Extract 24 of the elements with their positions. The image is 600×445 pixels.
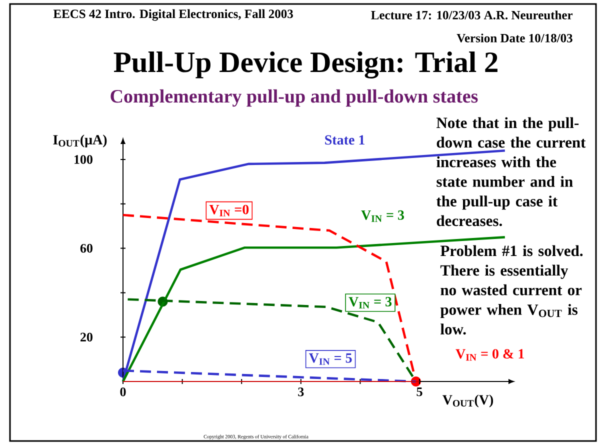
note-text: Problem #1 is solved. There is essentially no wasted current or power when V$_{OUT}$ is low. <box>440 245 583 335</box>
header-text: Lecture 17: 10/23/03 A.R. Neureuther <box>371 10 573 20</box>
x-tick-label: 3 <box>298 388 304 396</box>
annotation: V$_{IN}$ = 3 <box>348 296 392 308</box>
note-text: Note that in the pull-down case the current increases with the state number and in the pull-up case it decreases. <box>436 117 586 226</box>
axis-label: V$_{OUT}$(V) <box>442 394 494 408</box>
x-tick-label: 5 <box>416 388 422 396</box>
version-date: Version Date 10/18/03 <box>456 34 572 42</box>
annotation: V$_{IN}$ = 5 <box>308 353 352 365</box>
title: Pull-Up Device Design: Trial 2 <box>114 52 498 78</box>
axis-label: I$_{OUT}$(μA) <box>53 134 107 148</box>
y-tick-label: 60 <box>80 244 92 253</box>
curve-label: V$_{IN}$ = 3 <box>361 210 404 222</box>
boxed-curve-label: V$_{IN}$ =0 <box>206 201 253 220</box>
boxed-curve-label: V$_{IN}$ = 3 <box>345 294 396 312</box>
subtitle: Complementary pull-up and pull-down states <box>110 89 478 107</box>
curve-label: State 1 <box>325 135 364 145</box>
header-text: EECS 42 Intro. Digital Electronics, Fall 2003 <box>53 9 293 21</box>
y-tick-label: 20 <box>80 332 92 342</box>
boxed-curve-label: V$_{IN}$ = 5 <box>305 350 356 368</box>
x-tick-label: 0 <box>120 388 126 396</box>
curve-label: V$_{IN}$ = 0 & 1 <box>456 349 524 361</box>
annotation: V$_{IN}$ =0 <box>209 204 249 216</box>
y-tick-label: 100 <box>74 155 92 164</box>
